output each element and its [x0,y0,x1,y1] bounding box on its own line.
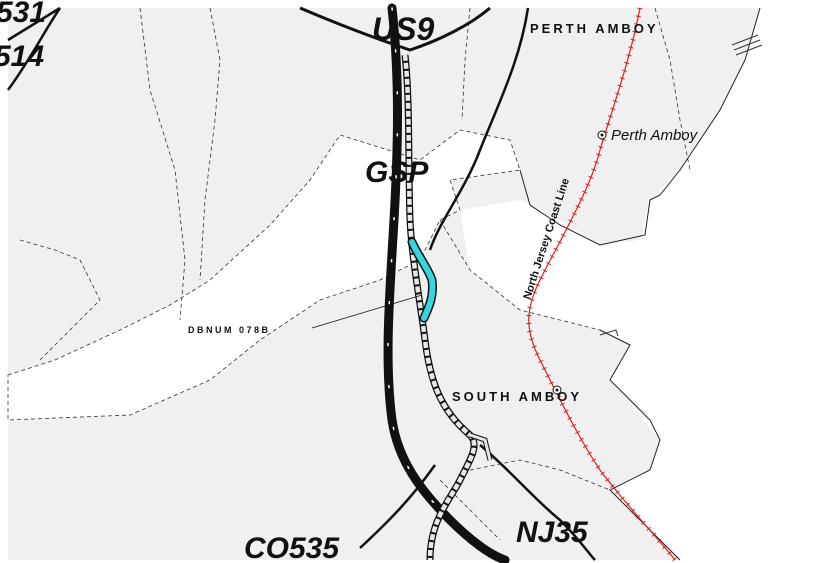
label-us9: US9 [372,11,434,47]
label-south-amboy: SOUTH AMBOY [452,389,582,404]
label-gsp: GSP [365,156,429,189]
road-gsp [401,54,493,561]
railroad-north-jersey-coast-line [526,7,677,562]
label-perth-amboy-station: Perth Amboy [611,127,699,144]
land-area [8,8,760,560]
municipal-boundaries [19,7,691,541]
callout-leader [311,294,423,329]
label-531: 531 [0,0,46,29]
label-co535: CO535 [244,532,340,563]
label-514: 514 [0,40,44,73]
road-us9 [299,6,491,52]
pier-shapes [599,34,763,337]
road-heavy [383,3,510,563]
shoreline [519,7,761,561]
highlighted-bridge[interactable] [407,237,437,323]
station-marker-perth-amboy[interactable] [597,130,607,140]
label-bridge-callout: DBNUM 078B [188,325,271,335]
label-nj35: NJ35 [516,516,589,549]
roads-major [6,6,596,561]
station-marker-south-amboy[interactable] [552,385,562,395]
label-perth-amboy: PERTH AMBOY [530,21,659,36]
